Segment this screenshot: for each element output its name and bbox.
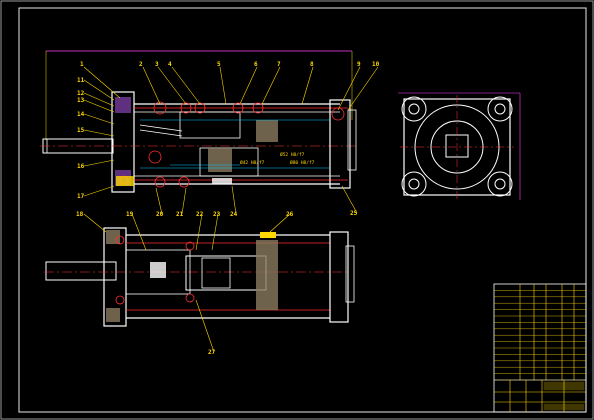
balloon-4: 4 [168, 61, 172, 68]
fit-note-c: Ø80 H8/f7 [290, 159, 315, 166]
balloon-7: 7 [277, 61, 281, 68]
balloon-15: 15 [77, 127, 85, 134]
balloon-21: 21 [176, 211, 184, 218]
balloon-1: 1 [80, 61, 84, 68]
balloon-8: 8 [310, 61, 314, 68]
balloon-17: 17 [77, 193, 85, 200]
balloon-25: 25 [350, 210, 358, 217]
inner-frame [18, 7, 587, 413]
leader-lines [83, 66, 379, 353]
balloon-24: 24 [230, 211, 238, 218]
balloon-22: 22 [196, 211, 204, 218]
end-view [398, 92, 521, 200]
bottom-view [44, 227, 355, 327]
front-end-cap [111, 91, 135, 193]
title-block-lower [494, 379, 586, 412]
fit-note-b: Ø42 H8/f7 [240, 159, 265, 166]
rear-end-cap [329, 99, 351, 189]
balloon-12: 12 [77, 90, 85, 97]
balloon-27: 27 [208, 349, 216, 356]
balloon-18: 18 [76, 211, 84, 218]
balloon-19: 19 [126, 211, 134, 218]
balloon-23: 23 [213, 211, 221, 218]
balloon-14: 14 [77, 111, 85, 118]
balloon-3: 3 [155, 61, 159, 68]
bottom-rod [45, 261, 117, 281]
balloon-9: 9 [357, 61, 361, 68]
balloon-10: 10 [372, 61, 380, 68]
balloon-6: 6 [254, 61, 258, 68]
front-section-view: Ø52 H8/f7 Ø42 H8/f7 Ø80 H8/f7 [40, 50, 357, 193]
balloon-13: 13 [77, 97, 85, 104]
balloon-11: 11 [77, 77, 85, 84]
title-block-rows [494, 290, 586, 381]
balloon-26: 26 [286, 211, 294, 218]
balloon-5: 5 [217, 61, 221, 68]
balloon-16: 16 [77, 163, 85, 170]
fit-note-a: Ø52 H8/f7 [280, 151, 305, 158]
balloon-20: 20 [156, 211, 164, 218]
balloon-2: 2 [139, 61, 143, 68]
bolt-holes [401, 96, 513, 197]
